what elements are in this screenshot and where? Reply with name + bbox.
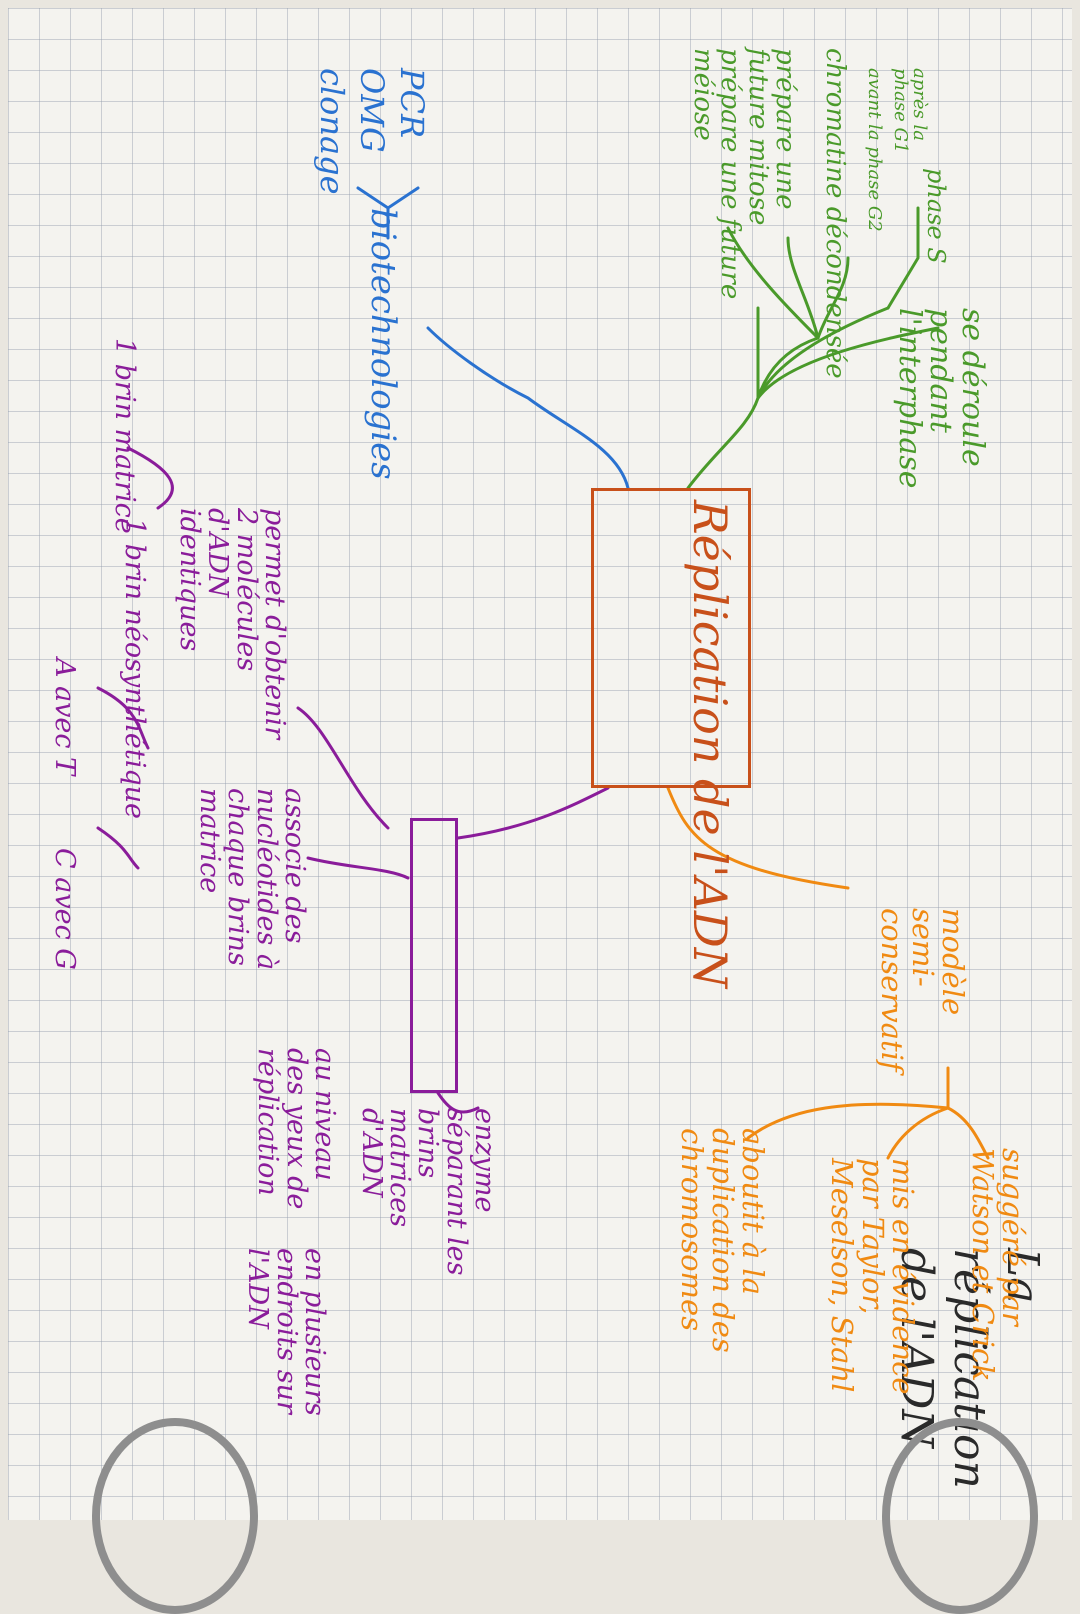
suggested-text: suggéré par Watson et Crick bbox=[965, 1148, 1030, 1382]
model-text: modèle semi-conservatif bbox=[875, 908, 970, 1072]
purple-connector-line bbox=[436, 1091, 480, 1114]
before-g2-text: avant la phase G2 bbox=[864, 68, 885, 232]
graph-paper-sheet: Réplication de l'ADN La réplication de l… bbox=[8, 8, 1072, 1614]
associate-text: associe des nucléotides à chaque brins m… bbox=[193, 788, 310, 971]
purple-connector-line bbox=[306, 856, 410, 880]
green-connector-line bbox=[726, 226, 820, 340]
purple-connector-line bbox=[96, 686, 150, 750]
orange-connector-line bbox=[946, 1106, 990, 1160]
purple-connector-line bbox=[96, 826, 140, 870]
green-connector-line bbox=[786, 236, 820, 340]
binder-ring-icon bbox=[882, 1418, 1038, 1614]
blue-connector-line bbox=[426, 326, 630, 490]
when-text: se déroule pendant l'interphase bbox=[892, 308, 990, 489]
mitosis-text: prépare une future mitose bbox=[742, 48, 800, 226]
orange-connector-line bbox=[666, 786, 850, 890]
chromatin-text: chromatine décondensée bbox=[820, 48, 850, 379]
orange-connector-line bbox=[886, 1106, 950, 1160]
purple-connector-line bbox=[456, 786, 610, 840]
phase-s-text: phase S bbox=[922, 168, 950, 264]
purple-connector-line bbox=[296, 706, 390, 830]
green-connector-line bbox=[756, 326, 940, 400]
after-g1-text: après la phase G1 bbox=[890, 68, 930, 154]
biotech-label: biotechnologies bbox=[363, 208, 403, 480]
orange-connector-line bbox=[746, 1102, 950, 1140]
connector-lines bbox=[96, 186, 990, 1160]
obtain-text: permet d'obtenir 2 molécules d'ADN ident… bbox=[173, 508, 290, 740]
center-topic: Réplication de l'ADN bbox=[683, 500, 737, 989]
strand-new-text: 1 brin néosynthétique bbox=[119, 518, 150, 820]
green-connector-line bbox=[756, 306, 890, 400]
several-text: en plusieurs endroits sur l'ADN bbox=[242, 1248, 330, 1416]
separate-text: enzyme séparant les brins matrices d'ADN bbox=[355, 1108, 500, 1276]
purple-connector-line bbox=[126, 446, 174, 510]
green-connector-line bbox=[816, 256, 850, 340]
green-connector-line bbox=[886, 206, 920, 310]
level-text: au niveau des yeux de réplication bbox=[252, 1048, 340, 1210]
chromosome-text: aboutit à la duplication des chromosomes bbox=[675, 1128, 770, 1353]
biotech-omg: OMG bbox=[353, 68, 391, 153]
evidence-text: mis en évidence par Taylor, Meselson, St… bbox=[825, 1158, 920, 1395]
strand-matrix-text: 1 brin matrice bbox=[109, 338, 140, 534]
blue-connector-line bbox=[356, 186, 420, 240]
pair-cg-text: C avec G bbox=[49, 848, 80, 970]
mind-map: Réplication de l'ADN La réplication de l… bbox=[8, 8, 1080, 1614]
pair-at-text: A avec T bbox=[49, 658, 80, 776]
meiosis-text: prépare une future méiose bbox=[687, 48, 745, 300]
binder-ring-icon bbox=[92, 1418, 258, 1614]
enzyme-box bbox=[410, 818, 458, 1093]
biotech-pcr: PCR bbox=[393, 68, 431, 139]
biotech-clonage: clonage bbox=[313, 68, 351, 195]
green-connector-line bbox=[686, 306, 760, 490]
